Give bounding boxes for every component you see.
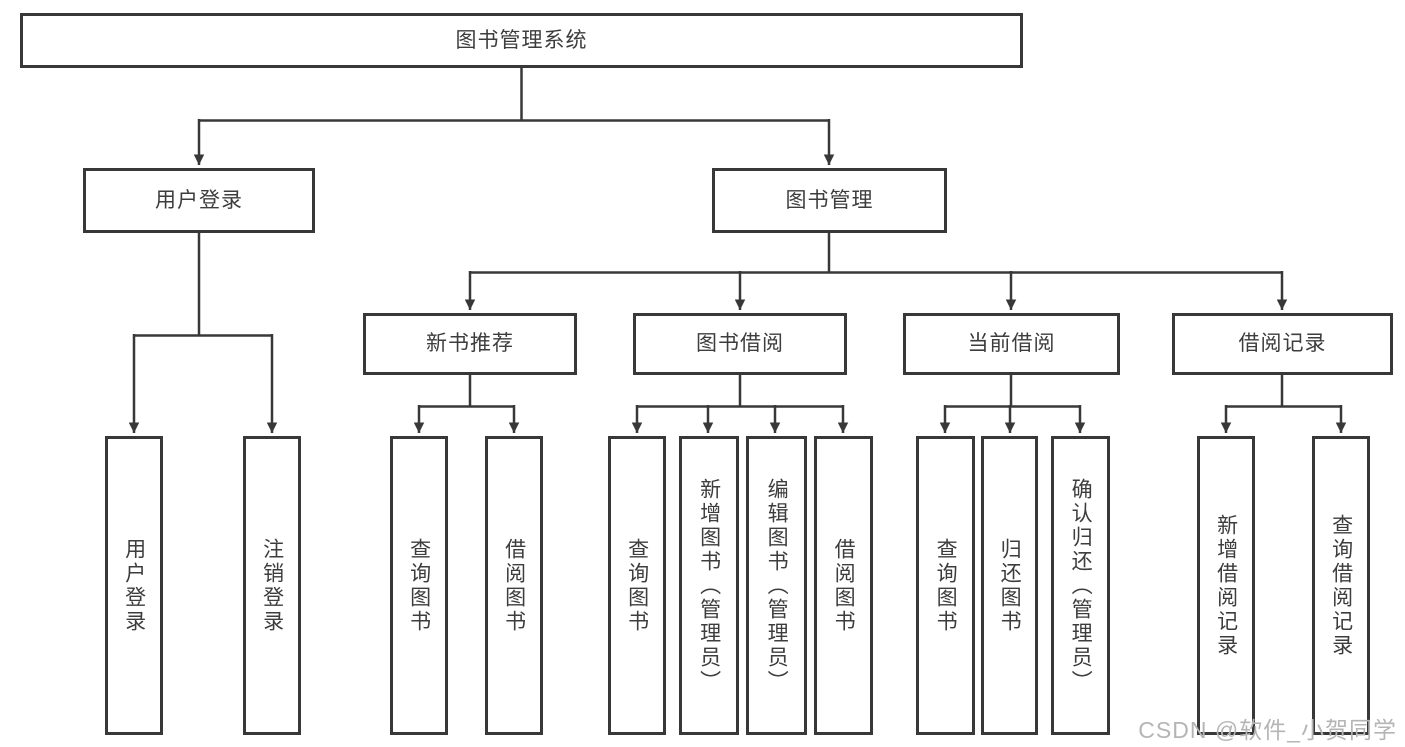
- node-root: 图书管理系统: [20, 13, 1023, 68]
- leaf-add-books-admin: 新增图书（管理员）: [679, 436, 739, 735]
- connector-current-borrow-trunk: [945, 375, 1080, 408]
- node-current-borrow: 当前借阅: [903, 313, 1120, 375]
- leaf-query-borrow-record: 查询借阅记录: [1312, 436, 1370, 735]
- leaf-add-borrow-record: 新增借阅记录: [1197, 436, 1255, 735]
- node-user-login-branch: 用户登录: [83, 168, 315, 233]
- leaf-return-books: 归还图书: [981, 436, 1038, 735]
- connector-borrow-records-trunk: [1226, 375, 1341, 408]
- node-borrow-records: 借阅记录: [1172, 313, 1393, 375]
- connector-new-book-rec-trunk: [419, 375, 514, 408]
- leaf-edit-books-admin: 编辑图书（管理员）: [746, 436, 807, 735]
- leaf-user-login: 用户登录: [105, 436, 163, 735]
- connector-book-mgmt-trunk: [470, 233, 1282, 274]
- leaf-borrow-books: 借阅图书: [814, 436, 873, 735]
- connector-book-borrow-trunk: [637, 375, 843, 408]
- watermark: CSDN @软件_小贺同学: [1138, 717, 1397, 743]
- node-book-borrow: 图书借阅: [633, 313, 847, 375]
- connector-root-trunk: [199, 68, 829, 122]
- leaf-confirm-return-admin: 确认归还（管理员）: [1051, 436, 1110, 735]
- connector-user-login-trunk: [134, 233, 272, 337]
- leaf-borrow-books-recommend: 借阅图书: [485, 436, 543, 735]
- leaf-query-books-recommend: 查询图书: [390, 436, 448, 735]
- node-new-book-recommend: 新书推荐: [363, 313, 577, 375]
- leaf-query-books-borrow: 查询图书: [608, 436, 666, 735]
- node-book-mgmt-branch: 图书管理: [712, 168, 947, 233]
- leaf-query-books-current: 查询图书: [916, 436, 975, 735]
- leaf-logout: 注销登录: [243, 436, 301, 735]
